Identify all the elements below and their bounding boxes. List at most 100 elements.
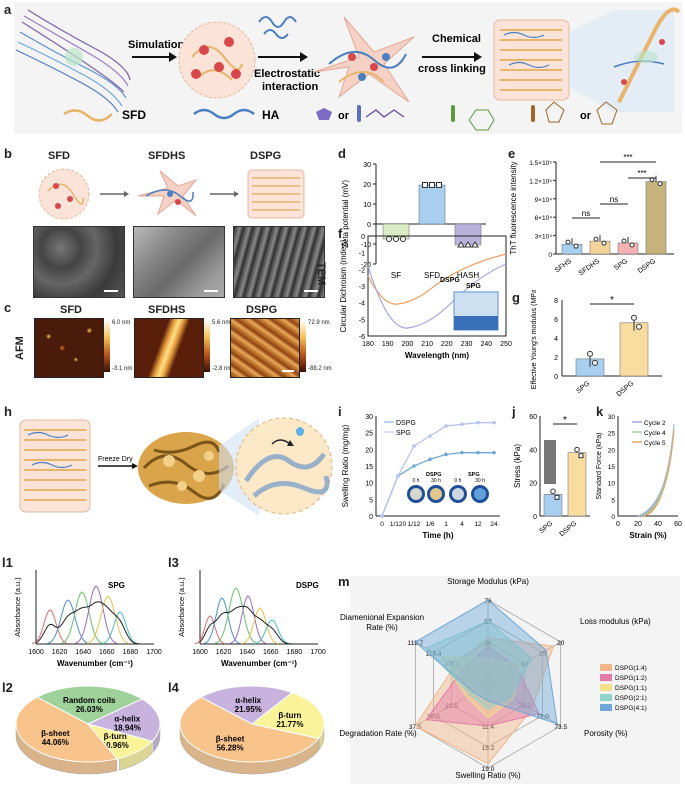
x-tick-label: SFDHS [578, 258, 602, 278]
afm-scale-bottom-sfd: -3.1 nm [112, 366, 133, 372]
legend-label: DSPG(1:2) [615, 675, 647, 682]
data-point [412, 464, 416, 468]
slice-value: 21.77% [276, 720, 303, 729]
x-tick-label: DSPG [616, 380, 636, 398]
data-point [429, 182, 435, 188]
significance-label: * [563, 415, 567, 426]
y-axis-label: Stress (kPa) [513, 444, 522, 488]
arrow3-label-line1: Chemical [432, 33, 481, 45]
data-point [476, 420, 480, 425]
afm-scale-top-dspg: 72.9 nm [308, 320, 330, 326]
panel-l1-letter: l1 [2, 555, 13, 570]
slice-value: 44.06% [42, 738, 69, 747]
data-point [476, 450, 480, 455]
significance-label: ns [582, 209, 590, 218]
fitted-peak [46, 599, 90, 644]
slice-label: Random coils [63, 696, 116, 705]
x-tick-label: 1 [444, 521, 448, 528]
pie-slice [36, 685, 144, 725]
x-tick-label: 24 [490, 521, 498, 528]
data-point [550, 488, 556, 495]
legend-or1: or [338, 110, 350, 122]
crosslinked-fibrils [493, 19, 570, 101]
y-tick-label: 10 [363, 202, 371, 209]
x-tick-label: 1700 [310, 649, 326, 656]
legend-sfd: SFD [122, 108, 146, 122]
y-axis-label: Zeta potential (mV) [341, 180, 350, 248]
data-point [460, 450, 464, 455]
data-point [492, 420, 496, 425]
panel-a-letter: a [4, 2, 12, 17]
radar-tick-label: 11.4 [482, 724, 495, 731]
legend-or2: or [580, 110, 592, 122]
y-tick-label: 1.2×10⁵ [529, 178, 552, 185]
data-point [444, 452, 448, 457]
legend-label: Cycle 2 [644, 420, 666, 427]
slice-label: β-sheet [41, 729, 70, 738]
y-tick-label: 30 [608, 414, 616, 421]
pie-slice [179, 696, 320, 763]
x-tick-label: 200 [402, 341, 414, 348]
inset-label: SPG [468, 472, 480, 478]
y-axis-label: Circular Dichroism (mdeg) [339, 239, 348, 332]
fitted-peak [86, 595, 130, 644]
y-tick-label: 20 [529, 481, 537, 488]
pentagon-icon [316, 108, 332, 120]
pie-slice [200, 685, 294, 725]
y-tick-label: -2 [359, 267, 365, 274]
data-point [601, 240, 607, 246]
afm-scale-bottom-sfdhs: -2.8 nm [212, 366, 233, 372]
radar-background [350, 576, 680, 784]
radar-axis-label: Storage Modulus (kPa) [447, 577, 529, 586]
y-tick-label: 25 [365, 431, 373, 438]
slice-label: β-turn [104, 732, 127, 741]
y-axis-label: Swelling Ratio (mg/mg) [341, 424, 350, 507]
x-tick-label: 12 [474, 521, 482, 528]
legend-ha: HA [262, 108, 280, 122]
panel-l3-letter: l3 [168, 555, 179, 570]
x-tick-label: DSPG [559, 520, 579, 538]
y-tick-label: -1 [359, 251, 365, 258]
radar-tick-label: 15 [539, 651, 547, 658]
inset-heatmap-row [454, 316, 498, 330]
afm-scale-top-sfd: 6.0 nm [112, 320, 131, 326]
slice-value: 21.95% [235, 705, 262, 714]
inset-label: DSPG [426, 472, 442, 478]
panel-c-label-dspg: DSPG [246, 304, 278, 316]
panel-j-letter: j [512, 404, 516, 419]
data-point [444, 424, 448, 428]
series-line [381, 452, 494, 517]
afm-colorbar-sfdhs [204, 320, 210, 372]
radar-series [425, 645, 540, 727]
bar [567, 452, 587, 517]
y-tick-label: 0 [369, 514, 373, 521]
secondary-structure-pie-spg: Random coils26.03%α-helix18.94%β-turn10.… [15, 685, 161, 775]
x-tick-label: 1660 [99, 649, 115, 656]
x-tick-label: 60 [674, 521, 682, 528]
x-tick-label: HASH [457, 271, 479, 280]
radar-axis-label: Degradation Rate (%) [339, 729, 417, 738]
y-axis-label: Standard Force (kPa) [596, 433, 603, 500]
x-tick-label: SFHS [554, 258, 574, 275]
tem-image-dspg [233, 226, 325, 298]
radar-axis-label: Rate (%) [366, 623, 398, 632]
fitted-peak [101, 611, 139, 645]
radar-tick-label: 15.2 [482, 745, 495, 752]
x-tick-label: 1/120 [390, 521, 407, 528]
x-tick-label: DSPG [637, 258, 657, 275]
x-tick-label: 1620 [52, 649, 68, 656]
data-point [428, 434, 432, 438]
radar-tick-label: 113.4 [426, 651, 442, 658]
data-point [565, 239, 571, 245]
y-tick-label: 10 [608, 481, 616, 488]
y-tick-label: 6×10⁴ [535, 215, 553, 222]
panel-c-label-sfd: SFD [60, 304, 82, 316]
arrow1-label: Simulation [128, 39, 185, 51]
spectrum-label: DSPG [296, 581, 319, 590]
y-axis-label: ThT fluorescence intensity [509, 161, 518, 254]
